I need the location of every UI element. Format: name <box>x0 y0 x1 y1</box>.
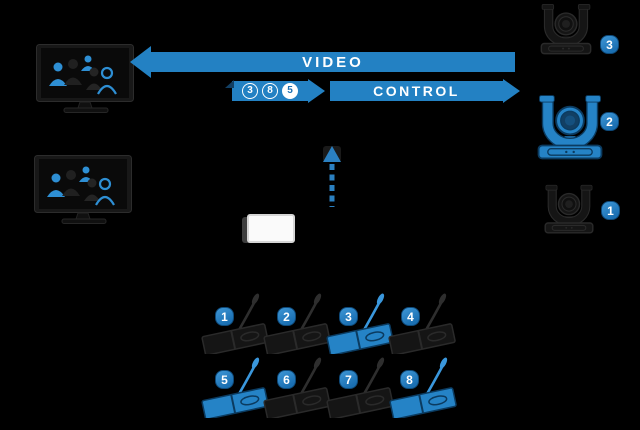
video-flow-arrow: VIDEO <box>130 46 515 78</box>
camera-badge: 3 <box>600 35 619 54</box>
mic-queue-arrow: 3 8 5 <box>225 79 325 103</box>
mic-unit-4 <box>385 288 459 354</box>
mic-badge: 5 <box>215 370 234 389</box>
arrowhead-right-icon <box>503 79 520 103</box>
queue-badge-5: 5 <box>282 83 298 99</box>
ptz-camera-1 <box>541 182 597 236</box>
control-flow-label: CONTROL <box>373 83 460 99</box>
camera-badge: 2 <box>600 112 619 131</box>
dashed-up-arrow-icon <box>323 146 341 207</box>
ptz-camera-3 <box>537 2 595 56</box>
arrowhead-right-icon <box>308 79 325 103</box>
mic-badge: 8 <box>400 370 419 389</box>
mic-badge: 6 <box>277 370 296 389</box>
mic-badge: 2 <box>277 307 296 326</box>
camera-badge: 1 <box>601 201 620 220</box>
arrowhead-left-icon <box>130 46 151 78</box>
queue-badge-3: 3 <box>242 83 258 99</box>
control-flow-arrow: CONTROL <box>330 79 520 103</box>
central-control-unit <box>247 214 295 243</box>
conference-display-2 <box>34 155 134 227</box>
mic-badge: 7 <box>339 370 358 389</box>
ribbon-fold-icon <box>225 80 234 88</box>
ptz-camera-2 <box>533 90 607 164</box>
mic-badge: 4 <box>401 307 420 326</box>
mic-badge: 1 <box>215 307 234 326</box>
video-flow-label: VIDEO <box>302 53 364 71</box>
mic-unit-8 <box>386 352 460 418</box>
conference-display-1 <box>36 44 136 116</box>
mic-badge: 3 <box>339 307 358 326</box>
queue-badge-8: 8 <box>262 83 278 99</box>
